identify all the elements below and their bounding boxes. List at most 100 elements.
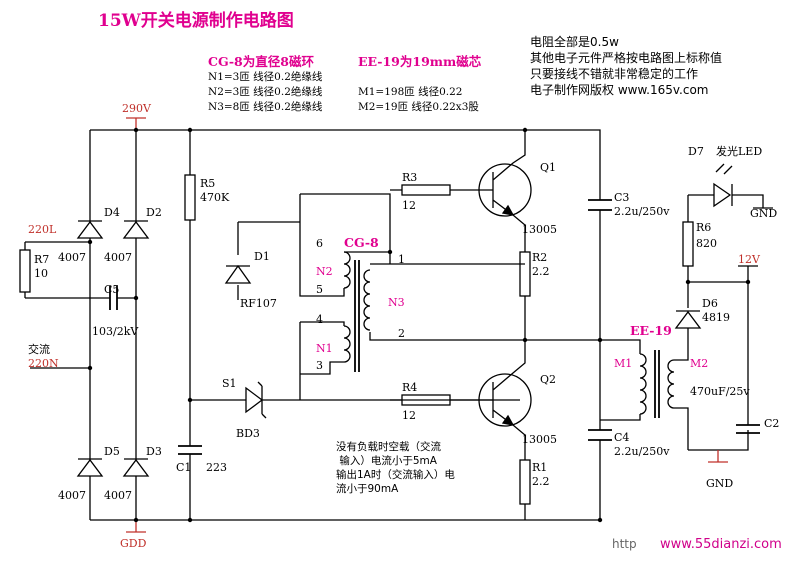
label-q2: Q2 bbox=[540, 373, 557, 386]
label-r3-value: 12 bbox=[402, 199, 416, 212]
ee19-winding: M1=198匝 线径0.22 bbox=[358, 86, 463, 98]
c2-plates bbox=[736, 424, 760, 434]
r1-body bbox=[519, 459, 531, 505]
q1-leads bbox=[480, 130, 526, 252]
c4-plates bbox=[588, 429, 612, 441]
label-c3: C3 bbox=[614, 191, 630, 204]
label-d6: D6 bbox=[702, 297, 718, 310]
label-12v: 12V bbox=[738, 253, 760, 266]
notes-right-line: 电子制作网版权 www.165v.com bbox=[530, 83, 709, 97]
junction-dot bbox=[745, 279, 751, 285]
d4-symbol bbox=[76, 220, 104, 239]
label-cg8: CG-8 bbox=[344, 235, 379, 250]
notes-right-line: 其他电子元件严格按电路图上标称值 bbox=[530, 51, 723, 65]
q2-leads bbox=[480, 340, 526, 460]
label-r1-value: 2.2 bbox=[532, 475, 550, 488]
label-c1-value: 223 bbox=[206, 461, 227, 474]
label-r4-value: 12 bbox=[402, 409, 416, 422]
ee19-header: EE-19为19mm磁芯 bbox=[358, 54, 482, 69]
notes-right-line: 电阻全部是0.5w bbox=[530, 35, 619, 49]
label-r1: R1 bbox=[532, 461, 548, 474]
d7-symbol bbox=[713, 182, 733, 208]
label-output-cap-value: 470uF/25v bbox=[690, 385, 750, 398]
junction-dot bbox=[133, 295, 139, 301]
label-d1-value: RF107 bbox=[240, 297, 277, 310]
n3-coil bbox=[363, 269, 371, 331]
load-note: 没有负载时空载（交流 输入）电流小于5mA 输出1A时（交流输入）电 流小于90… bbox=[336, 441, 455, 495]
label-r2-value: 2.2 bbox=[532, 265, 550, 278]
r3-body bbox=[401, 184, 451, 196]
label-q1: Q1 bbox=[540, 161, 557, 174]
label-c1: C1 bbox=[176, 461, 192, 474]
q2-emitter-arrow bbox=[501, 414, 515, 426]
label-n3: N3 bbox=[388, 296, 405, 309]
junction-dot bbox=[133, 517, 139, 523]
ee19-core bbox=[654, 350, 660, 418]
notes-right-line: 只要接线不错就非常稳定的工作 bbox=[530, 67, 699, 81]
r2-body bbox=[519, 251, 531, 297]
d1-wire bbox=[237, 221, 300, 300]
cg8-winding: N1=3匝 线径0.2绝缘线 bbox=[208, 71, 323, 83]
label-m2: M2 bbox=[690, 357, 709, 370]
label-220l: 220L bbox=[28, 223, 57, 236]
junction-dot bbox=[685, 279, 691, 285]
label-d4: D4 bbox=[104, 206, 120, 219]
label-n1: N1 bbox=[316, 342, 333, 355]
label-c2: C2 bbox=[764, 417, 780, 430]
label-d2-value: 4007 bbox=[104, 251, 132, 264]
r7-wires bbox=[24, 241, 90, 298]
m1-wire bbox=[600, 339, 641, 421]
label-d2: D2 bbox=[146, 206, 162, 219]
label-r6-value: 820 bbox=[696, 237, 717, 250]
label-pin3: 3 bbox=[316, 359, 323, 372]
watermark-prefix: http bbox=[612, 537, 637, 551]
label-r7: R7 bbox=[34, 253, 50, 266]
label-c4: C4 bbox=[614, 431, 630, 444]
junction-dot bbox=[187, 127, 193, 133]
label-ee19: EE-19 bbox=[630, 323, 672, 338]
ee19-winding: M2=19匝 线径0.22x3股 bbox=[358, 101, 479, 113]
cg8-core bbox=[354, 260, 360, 372]
label-c3-value: 2.2u/250v bbox=[614, 205, 670, 218]
q2-body bbox=[478, 373, 532, 427]
junction-dot bbox=[187, 517, 193, 523]
label-d7: D7 bbox=[688, 145, 704, 158]
label-r5-value: 470K bbox=[200, 191, 230, 204]
label-pin4: 4 bbox=[316, 313, 323, 326]
d1-symbol bbox=[224, 264, 252, 284]
r5-body bbox=[184, 174, 196, 221]
label-pin6: 6 bbox=[316, 237, 323, 250]
n1-coil bbox=[343, 325, 351, 363]
label-d3-value: 4007 bbox=[104, 489, 132, 502]
c1-plates bbox=[178, 445, 202, 455]
d2-symbol bbox=[122, 220, 150, 239]
label-d7-value: 发光LED bbox=[716, 145, 763, 158]
label-d1: D1 bbox=[254, 250, 270, 263]
r4-body bbox=[401, 394, 451, 406]
label-c5-value: 103/2kV bbox=[92, 325, 139, 338]
label-gdd: GDD bbox=[120, 537, 147, 550]
c3-plates bbox=[588, 199, 612, 211]
r6-body bbox=[682, 221, 694, 267]
label-pin1: 1 bbox=[398, 253, 405, 266]
q1-body bbox=[478, 163, 532, 217]
q1-emitter-arrow bbox=[501, 204, 515, 216]
label-ac-220n: 220N bbox=[28, 357, 59, 370]
d7-light-rays bbox=[715, 163, 733, 175]
c3-c4-wire bbox=[525, 129, 601, 520]
label-m1: M1 bbox=[614, 357, 633, 370]
label-q2-value: 13005 bbox=[522, 433, 557, 446]
r7-body bbox=[19, 249, 31, 293]
label-r2: R2 bbox=[532, 251, 548, 264]
label-n2: N2 bbox=[316, 265, 333, 278]
label-290v: 290V bbox=[122, 102, 151, 115]
gnd-bottom-marker bbox=[708, 450, 728, 463]
label-d5: D5 bbox=[104, 445, 120, 458]
d7-wire bbox=[687, 194, 764, 222]
label-r7-value: 10 bbox=[34, 267, 48, 280]
label-q1-value: 13005 bbox=[522, 223, 557, 236]
n2-coil bbox=[343, 251, 351, 289]
d6-symbol bbox=[674, 310, 702, 329]
junction-dot bbox=[597, 517, 603, 523]
cg8-header: CG-8为直径8磁环 bbox=[208, 54, 314, 69]
